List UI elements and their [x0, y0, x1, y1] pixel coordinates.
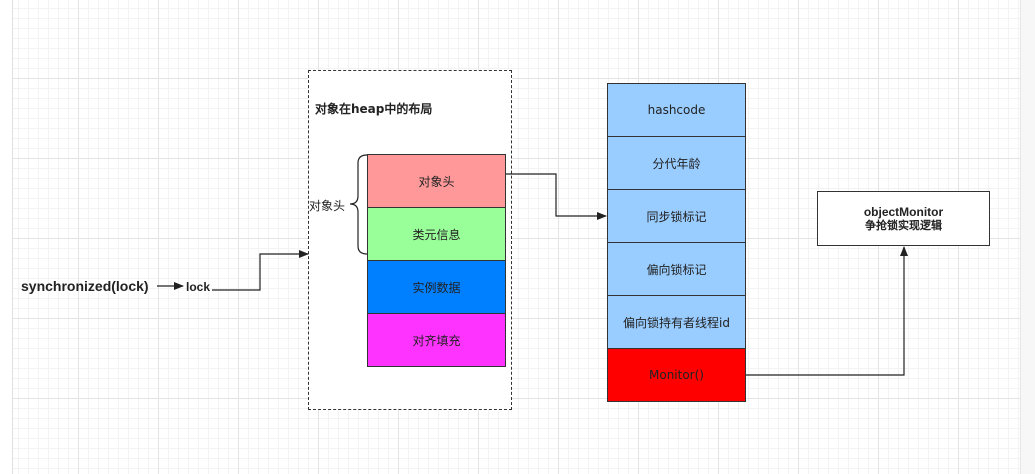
biased-lock-flag-cell[interactable]: 偏向锁标记 [607, 242, 746, 296]
synchronized-call-label[interactable]: synchronized(lock) [21, 278, 149, 294]
sync-lock-flag-cell[interactable]: 同步锁标记 [607, 189, 746, 243]
left-panel-edge [0, 0, 13, 474]
object-monitor-box[interactable]: objectMonitor 争抢锁实现逻辑 [817, 191, 990, 246]
gc-age-cell[interactable]: 分代年龄 [607, 136, 746, 190]
header-to-markword-arrow [506, 173, 607, 220]
object-layout-title: 对象在heap中的布局 [315, 102, 433, 116]
vertical-scrollbar[interactable] [1020, 0, 1035, 474]
object-header-brace-label: 对象头 [309, 199, 346, 213]
monitor-cell[interactable]: Monitor() [607, 348, 746, 402]
object-header-cell[interactable]: 对象头 [367, 154, 506, 208]
monitor-to-objectmonitor-arrow [746, 246, 908, 376]
object-monitor-title: objectMonitor [863, 204, 944, 219]
lock-to-layout-arrow [212, 250, 309, 291]
instance-data-cell[interactable]: 实例数据 [367, 260, 506, 314]
biased-lock-owner-cell[interactable]: 偏向锁持有者线程id [607, 295, 746, 349]
header-brace [349, 154, 368, 255]
object-monitor-subtitle: 争抢锁实现逻辑 [865, 218, 942, 232]
lock-label[interactable]: lock [186, 280, 211, 294]
padding-cell[interactable]: 对齐填充 [367, 313, 506, 367]
hashcode-cell[interactable]: hashcode [607, 83, 746, 137]
